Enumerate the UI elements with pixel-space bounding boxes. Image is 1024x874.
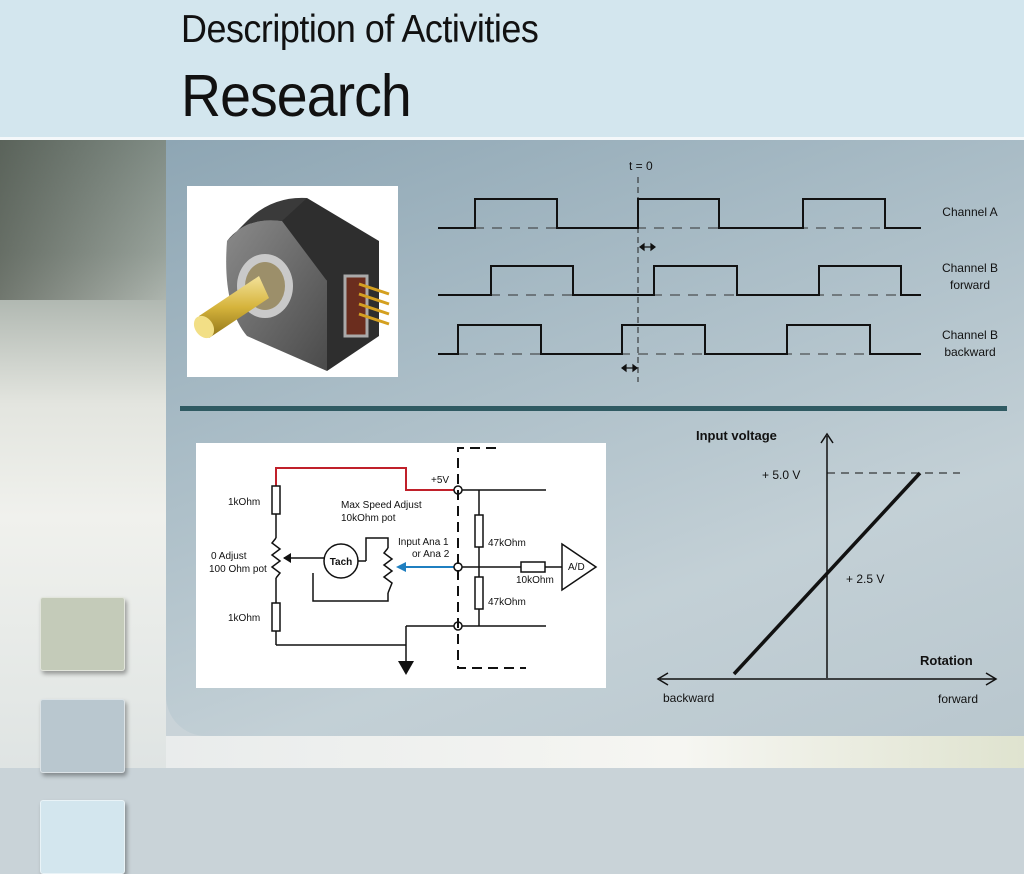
supply-wire	[275, 467, 454, 491]
r-div-top-label: 47kOhm	[488, 538, 526, 549]
channel-b-backward-waveform	[438, 324, 921, 355]
slide-subtitle: Research	[181, 63, 412, 129]
channel-b-backward-label-2: backward	[944, 345, 995, 359]
zero-adjust-label-1: 0 Adjust	[211, 551, 247, 562]
circuit-diagram: +5V	[196, 443, 606, 688]
r-bottom-label: 1kOhm	[228, 613, 260, 624]
title-bar: Description of Activities Research	[0, 0, 1024, 140]
bottom-strip	[166, 736, 1024, 768]
level-mid-label: + 2.5 V	[846, 572, 884, 586]
encoder-image	[187, 186, 398, 377]
forward-label: forward	[938, 692, 978, 706]
backward-label: backward	[663, 691, 714, 705]
input-label-1: Input Ana 1	[398, 537, 449, 548]
x-axis-label: Rotation	[920, 653, 973, 668]
t0-label: t = 0	[629, 159, 653, 173]
channel-b-forward-waveform	[438, 265, 921, 296]
channel-a-waveform	[438, 198, 921, 229]
zero-adjust-label-2: 100 Ohm pot	[209, 564, 267, 575]
channel-a-label: Channel A	[942, 205, 997, 219]
channel-b-forward-label-2: forward	[950, 278, 990, 292]
transfer-chart: Input voltage + 5.0 V + 2.5 V Rotation b…	[656, 428, 998, 706]
ground-symbol	[398, 661, 414, 675]
level-high-label: + 5.0 V	[762, 468, 800, 482]
tach-symbol	[323, 543, 359, 579]
tach-label: Tach	[330, 557, 353, 568]
decorative-square-2	[40, 699, 125, 773]
y-axis-label: Input voltage	[696, 428, 777, 443]
decorative-square-3	[40, 800, 125, 874]
r-top-label: 1kOhm	[228, 497, 260, 508]
decorative-square-1	[40, 597, 125, 671]
max-speed-label-2: 10kOhm pot	[341, 513, 396, 524]
channel-b-backward-label-1: Channel B	[942, 328, 998, 342]
slide-title: Description of Activities	[181, 8, 539, 51]
r-div-bottom-label: 47kOhm	[488, 597, 526, 608]
r-series-label: 10kOhm	[516, 575, 554, 586]
max-speed-label-1: Max Speed Adjust	[341, 500, 422, 511]
supply-label: +5V	[431, 475, 449, 486]
adc-label: A/D	[568, 562, 585, 573]
timing-diagram: t = 0 Channel A Channel B forward Channe…	[438, 159, 998, 382]
input-label-2: or Ana 2	[412, 549, 450, 560]
transfer-line	[732, 471, 922, 676]
left-decorative-panel	[0, 140, 166, 874]
channel-b-forward-label-1: Channel B	[942, 261, 998, 275]
section-divider	[180, 406, 1007, 411]
